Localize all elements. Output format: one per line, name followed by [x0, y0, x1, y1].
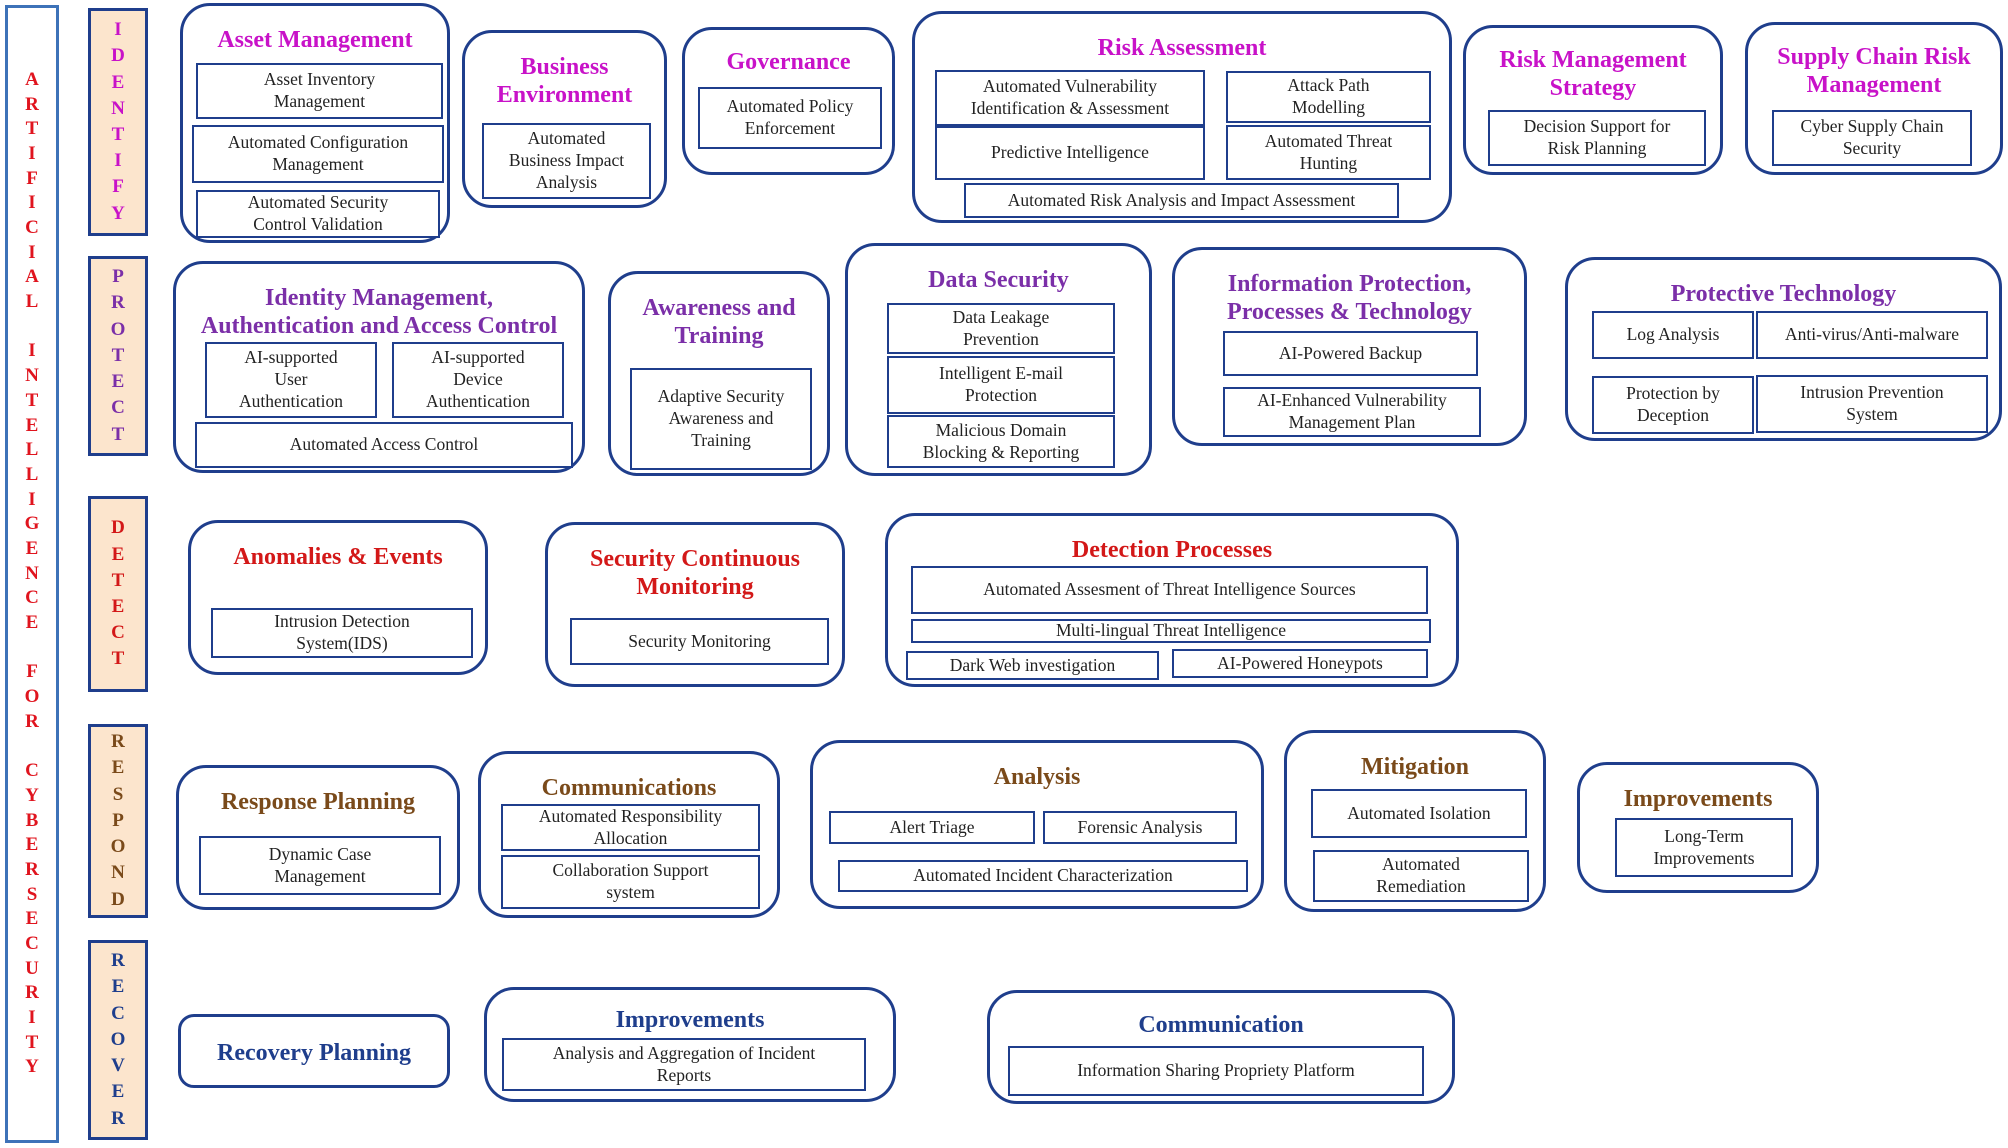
group-protective-technology: Protective Technology Log Analysis Anti-… — [1565, 257, 2002, 441]
group-title: Improvements — [1623, 786, 1773, 812]
group-anomalies-events: Anomalies & Events Intrusion Detection S… — [188, 520, 488, 675]
item-protection-by-deception: Protection by Deception — [1592, 376, 1754, 434]
group-business-environment: Business Environment Automated Business … — [462, 30, 667, 208]
item-automated-threat-hunting: Automated Threat Hunting — [1226, 125, 1431, 180]
item-ai-supported-user-authentication: AI-supported User Authentication — [205, 342, 377, 418]
item-automated-risk-analysis: Automated Risk Analysis and Impact Asses… — [964, 183, 1399, 218]
item-intrusion-detection-system: Intrusion Detection System(IDS) — [211, 608, 473, 658]
group-title: Risk Assessment — [1097, 35, 1267, 61]
item-analysis-aggregation-incident-reports: Analysis and Aggregation of Incident Rep… — [502, 1038, 866, 1091]
group-title: Security Continuous Monitoring — [589, 546, 801, 601]
item-cyber-supply-chain-security: Cyber Supply Chain Security — [1772, 110, 1972, 166]
item-automated-responsibility-allocation: Automated Responsibility Allocation — [501, 804, 760, 851]
item-long-term-improvements: Long-Term Improvements — [1615, 818, 1793, 877]
group-identity-management: Identity Management, Authentication and … — [173, 261, 585, 473]
group-awareness-training: Awareness and Training Adaptive Security… — [608, 271, 830, 476]
group-data-security: Data Security Data Leakage Prevention In… — [845, 243, 1152, 476]
group-response-planning: Response Planning Dynamic Case Managemen… — [176, 765, 460, 910]
group-analysis: Analysis Alert Triage Forensic Analysis … — [810, 740, 1264, 909]
group-title: Data Security — [928, 267, 1069, 293]
group-asset-management: Asset Management Asset Inventory Managem… — [180, 3, 450, 243]
item-information-sharing-propriety-platform: Information Sharing Propriety Platform — [1008, 1046, 1424, 1096]
group-title: Risk Management Strategy — [1499, 47, 1687, 102]
item-decision-support-risk-planning: Decision Support for Risk Planning — [1488, 110, 1706, 166]
group-title: Response Planning — [220, 789, 416, 815]
group-governance: Governance Automated Policy Enforcement — [682, 27, 895, 175]
group-title: Detection Processes — [1071, 537, 1273, 563]
item-intelligent-email-protection: Intelligent E-mail Protection — [887, 356, 1115, 414]
group-mitigation: Mitigation Automated Isolation Automated… — [1284, 730, 1546, 912]
group-title: Awareness and Training — [642, 295, 796, 350]
item-intrusion-prevention-system: Intrusion Prevention System — [1756, 375, 1988, 433]
group-title: Business Environment — [496, 54, 633, 109]
item-security-monitoring: Security Monitoring — [570, 618, 829, 665]
group-supply-chain-risk-management: Supply Chain Risk Management Cyber Suppl… — [1745, 22, 2003, 175]
group-title: Analysis — [993, 764, 1081, 790]
item-anti-virus-anti-malware: Anti-virus/Anti-malware — [1756, 311, 1988, 359]
group-title: Recovery Planning — [217, 1040, 411, 1066]
item-automated-security-control-validation: Automated Security Control Validation — [196, 190, 440, 238]
item-adaptive-security-awareness-training: Adaptive Security Awareness and Training — [630, 368, 812, 470]
group-title: Governance — [726, 49, 851, 75]
group-title: Communication — [1138, 1012, 1304, 1038]
item-dynamic-case-management: Dynamic Case Management — [199, 836, 441, 895]
item-forensic-analysis: Forensic Analysis — [1043, 811, 1237, 844]
item-automated-assessment-threat-intelligence: Automated Assesment of Threat Intelligen… — [911, 566, 1428, 614]
item-log-analysis: Log Analysis — [1592, 311, 1754, 359]
item-automated-remediation: Automated Remediation — [1313, 850, 1529, 902]
group-improvements-recover: Improvements Analysis and Aggregation of… — [484, 987, 896, 1102]
item-collaboration-support-system: Collaboration Support system — [501, 855, 760, 909]
item-automated-vulnerability-identification: Automated Vulnerability Identification &… — [935, 70, 1205, 126]
item-asset-inventory-management: Asset Inventory Management — [196, 63, 443, 119]
group-information-protection: Information Protection, Processes & Tech… — [1172, 247, 1527, 446]
item-multilingual-threat-intelligence: Multi-lingual Threat Intelligence — [911, 619, 1431, 643]
item-automated-configuration-management: Automated Configuration Management — [192, 125, 444, 183]
item-predictive-intelligence: Predictive Intelligence — [935, 126, 1205, 180]
item-ai-supported-device-authentication: AI-supported Device Authentication — [392, 342, 564, 418]
group-title: Improvements — [615, 1007, 765, 1033]
group-communications: Communications Automated Responsibility … — [478, 751, 780, 918]
group-title: Protective Technology — [1670, 281, 1897, 307]
item-data-leakage-prevention: Data Leakage Prevention — [887, 303, 1115, 354]
group-title: Anomalies & Events — [233, 544, 443, 570]
item-ai-powered-honeypots: AI-Powered Honeypots — [1172, 649, 1428, 678]
group-title: Communications — [541, 775, 717, 801]
group-recovery-planning: Recovery Planning — [178, 1014, 450, 1088]
group-title: Mitigation — [1361, 754, 1469, 780]
item-automated-policy-enforcement: Automated Policy Enforcement — [698, 87, 882, 149]
item-automated-business-impact-analysis: Automated Business Impact Analysis — [482, 123, 651, 199]
item-automated-isolation: Automated Isolation — [1311, 789, 1527, 838]
group-detection-processes: Detection Processes Automated Assesment … — [885, 513, 1459, 687]
item-malicious-domain-blocking: Malicious Domain Blocking & Reporting — [887, 415, 1115, 468]
group-title: Asset Management — [217, 27, 413, 53]
item-ai-powered-backup: AI-Powered Backup — [1223, 331, 1478, 376]
item-attack-path-modelling: Attack Path Modelling — [1226, 71, 1431, 123]
group-communication-recover: Communication Information Sharing Propri… — [987, 990, 1455, 1104]
item-automated-incident-characterization: Automated Incident Characterization — [838, 860, 1248, 892]
group-title: Identity Management, Authentication and … — [200, 285, 558, 340]
group-risk-management-strategy: Risk Management Strategy Decision Suppor… — [1463, 25, 1723, 175]
group-title: Supply Chain Risk Management — [1777, 44, 1971, 99]
item-dark-web-investigation: Dark Web investigation — [906, 651, 1159, 680]
item-alert-triage: Alert Triage — [829, 811, 1035, 844]
group-security-continuous-monitoring: Security Continuous Monitoring Security … — [545, 522, 845, 687]
group-title: Information Protection, Processes & Tech… — [1227, 271, 1472, 326]
item-automated-access-control: Automated Access Control — [195, 422, 573, 468]
group-improvements-respond: Improvements Long-Term Improvements — [1577, 762, 1819, 893]
item-ai-enhanced-vulnerability-management: AI-Enhanced Vulnerability Management Pla… — [1223, 387, 1481, 437]
group-risk-assessment: Risk Assessment Automated Vulnerability … — [912, 11, 1452, 223]
